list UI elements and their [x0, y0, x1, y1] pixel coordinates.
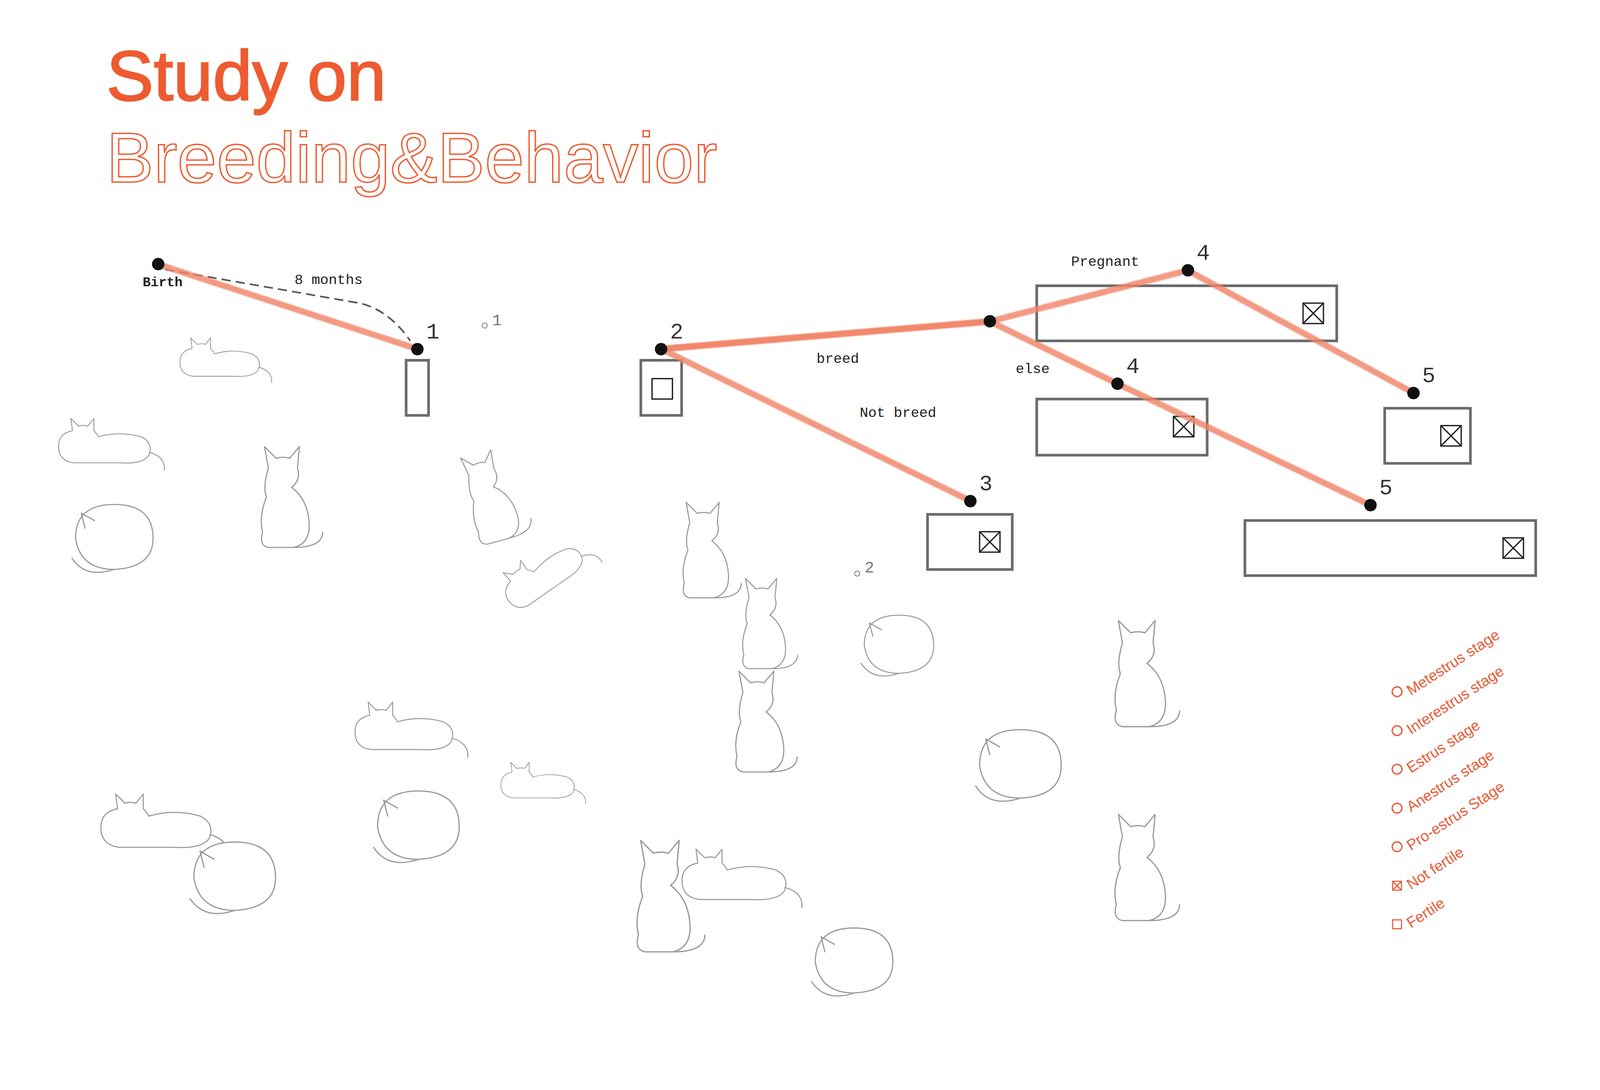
branch-label: else: [1013, 361, 1052, 378]
stage-number: 3: [979, 473, 993, 496]
connector-group: [163, 266, 1408, 503]
note-number: 1: [491, 312, 503, 331]
cat-figure: [179, 337, 272, 383]
legend-item: Metestrus stage: [1390, 685, 1404, 699]
not-fertile-symbol: [1440, 425, 1462, 447]
stage-boxes: [406, 285, 1536, 576]
stage-dot: 4: [1181, 264, 1195, 277]
stage-dot: 2: [654, 342, 668, 356]
legend-item: Interestrus stage: [1390, 724, 1404, 738]
branch-label: Pregnant: [1069, 254, 1141, 270]
stage-box: [1036, 285, 1337, 341]
legend-marker: [1390, 840, 1404, 854]
stage-dot: 5: [1364, 498, 1377, 512]
stage-dot: 5: [1407, 386, 1420, 400]
legend-marker: [1390, 685, 1404, 699]
timeline-line: [163, 266, 412, 347]
legend-text: Pro-estrus Stage: [1403, 778, 1508, 854]
timeline-line: [667, 321, 1112, 381]
not-fertile-symbol: [1502, 537, 1524, 559]
legend-marker: [1390, 762, 1404, 776]
cat-figure: [683, 502, 742, 599]
note-mark: [854, 571, 861, 577]
legend-marker-shape: [1392, 881, 1402, 891]
cat-figure: [261, 446, 324, 548]
stage-label: Birth: [142, 275, 183, 291]
stage-box: [406, 360, 429, 416]
legend-marker-shape: [1392, 764, 1402, 775]
legend-item: Fertile: [1390, 917, 1404, 931]
timeline-line: [423, 346, 655, 353]
cat-figure: [493, 522, 603, 619]
cat-figure: [500, 762, 586, 805]
cat-figure: [860, 615, 934, 676]
stage-box: [1036, 399, 1208, 456]
cat-figure: [1114, 620, 1180, 727]
stage-box: [927, 514, 1013, 570]
cat-figure: [189, 841, 276, 914]
legend-marker: [1390, 801, 1404, 815]
timeline-line: [1193, 273, 1408, 390]
legend-marker-shape: [1392, 919, 1402, 929]
branch-label: Not breed: [857, 405, 939, 421]
cat-figure: [975, 729, 1062, 802]
not-fertile-symbol: [979, 531, 1001, 553]
timeline-line: [667, 272, 1182, 349]
cat-figure: [71, 504, 154, 573]
diagram-title: Study on Breeding&Behavior: [106, 34, 904, 199]
stage-number: 5: [1379, 477, 1393, 500]
legend-marker-shape: [1392, 803, 1402, 814]
note-mark: [482, 323, 488, 329]
legend-item: Not fertile: [1390, 879, 1404, 893]
legend-item: Pro-estrus Stage: [1390, 840, 1404, 854]
legend-marker-shape: [1392, 725, 1402, 736]
cat-figure: [681, 848, 802, 908]
cat-figure: [58, 418, 165, 471]
legend-item: Estrus stage: [1390, 762, 1404, 776]
timeline-line: [666, 351, 966, 499]
branch-dot: [983, 315, 997, 328]
stage-box: [640, 360, 682, 416]
legend-marker: [1390, 917, 1404, 931]
legend-marker: [1390, 724, 1404, 738]
cat-figures: [58, 337, 1180, 996]
branch-label: 8 months: [292, 272, 365, 289]
cat-figure: [373, 790, 460, 863]
cat-figure: [811, 927, 893, 996]
cat-figure: [354, 702, 468, 758]
not-fertile-symbol: [1303, 303, 1324, 324]
legend-marker-shape: [1392, 841, 1402, 852]
stage-dot: 4: [1111, 377, 1124, 390]
branch-label: breed: [814, 351, 861, 367]
stage-number: 1: [426, 321, 440, 344]
stage-number: 4: [1126, 356, 1140, 379]
fertile-symbol: [652, 378, 673, 400]
cat-figure: [1114, 814, 1180, 921]
cat-figure: [742, 578, 798, 670]
stage-dot: 1: [411, 342, 424, 356]
legend-text: Interestrus stage: [1403, 662, 1507, 738]
stage-number: 4: [1196, 242, 1211, 265]
stage-number: 5: [1422, 365, 1436, 388]
note-number: 2: [863, 559, 876, 578]
legend-text: Fertile: [1403, 894, 1449, 932]
stage-box: [1384, 408, 1471, 464]
stage-box: [1245, 520, 1536, 576]
legend-item: Anestrus stage: [1390, 801, 1404, 815]
stage-number: 2: [669, 321, 684, 344]
cat-figure: [735, 671, 798, 773]
cat-figure: [457, 444, 534, 546]
legend-marker-shape: [1392, 686, 1402, 697]
legend-marker-shape: [1392, 881, 1402, 891]
legend-marker: [1390, 879, 1404, 893]
stage-dot: 3: [964, 494, 977, 508]
timeline-line: [1122, 386, 1365, 503]
